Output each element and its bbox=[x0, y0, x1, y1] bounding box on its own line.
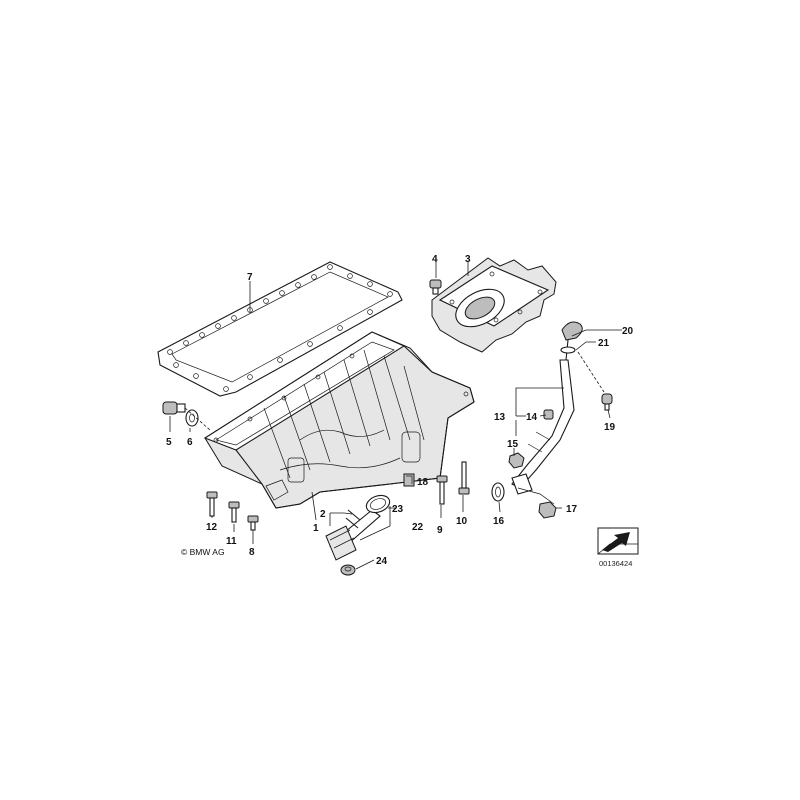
bolt-10 bbox=[458, 461, 470, 495]
screw-17 bbox=[538, 501, 557, 519]
label-14: 14 bbox=[526, 412, 538, 423]
view-direction-icon bbox=[597, 527, 639, 555]
leader-lines bbox=[169, 262, 622, 570]
label-4: 4 bbox=[432, 254, 438, 265]
bolt-9 bbox=[436, 475, 448, 505]
part-4-screw bbox=[429, 279, 442, 295]
label-20: 20 bbox=[622, 326, 634, 337]
label-18: 18 bbox=[417, 477, 429, 488]
clip-18 bbox=[403, 473, 415, 487]
label-11: 11 bbox=[226, 536, 237, 547]
oil-baffle-cover bbox=[431, 257, 557, 353]
sealing-ring-16 bbox=[491, 482, 505, 502]
label-13: 13 bbox=[494, 412, 506, 423]
label-24: 24 bbox=[376, 556, 388, 567]
label-12: 12 bbox=[206, 522, 218, 533]
copyright-text: © BMW AG bbox=[181, 547, 225, 557]
label-23: 23 bbox=[392, 504, 404, 515]
oil-pan bbox=[203, 331, 475, 509]
label-1: 1 bbox=[313, 523, 319, 534]
label-16: 16 bbox=[493, 516, 505, 527]
bolt-14 bbox=[543, 409, 554, 420]
label-3: 3 bbox=[465, 254, 471, 265]
o-ring-21 bbox=[560, 346, 576, 354]
label-10: 10 bbox=[456, 516, 468, 527]
label-21: 21 bbox=[598, 338, 610, 349]
diagram-reference-number: 00136424 bbox=[599, 559, 632, 568]
label-19: 19 bbox=[604, 422, 616, 433]
bolt-12 bbox=[206, 491, 218, 517]
nut-15 bbox=[508, 452, 525, 469]
oil-pan-gasket bbox=[157, 261, 403, 397]
label-5: 5 bbox=[166, 437, 172, 448]
label-22: 22 bbox=[412, 522, 424, 533]
nut-24 bbox=[340, 564, 356, 576]
label-9: 9 bbox=[437, 525, 443, 536]
dipstick bbox=[561, 321, 583, 361]
part-number-labels: 7 4 3 20 21 13 14 15 19 5 6 18 2 23 12 1… bbox=[166, 254, 634, 567]
label-7: 7 bbox=[247, 272, 253, 283]
o-ring-23 bbox=[365, 494, 391, 514]
label-6: 6 bbox=[187, 437, 193, 448]
dipstick-guide-tube bbox=[511, 359, 575, 505]
label-8: 8 bbox=[249, 547, 255, 558]
label-17: 17 bbox=[566, 504, 578, 515]
bolts-2 bbox=[345, 509, 361, 529]
drain-plug bbox=[162, 401, 186, 415]
bolt-11 bbox=[228, 501, 240, 523]
label-15: 15 bbox=[507, 439, 519, 450]
label-2: 2 bbox=[320, 509, 326, 520]
screw-19 bbox=[601, 393, 613, 411]
sealing-ring-6 bbox=[185, 409, 199, 427]
bolt-8 bbox=[247, 515, 259, 531]
oil-pickup-pipe bbox=[325, 509, 381, 561]
